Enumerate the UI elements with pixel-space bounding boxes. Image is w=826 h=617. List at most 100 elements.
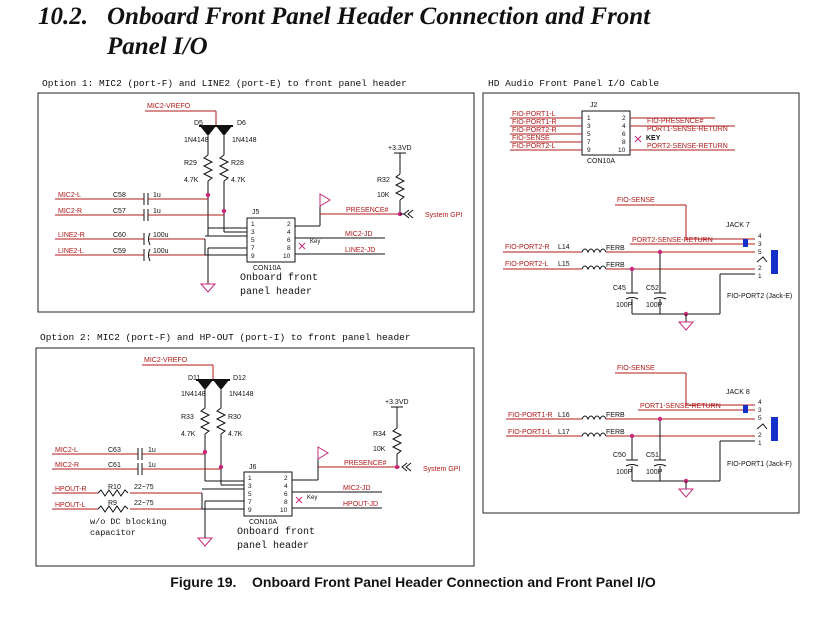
jack7-c-a: C45 (613, 285, 626, 292)
jack8-label: FIO-PORT1 (Jack-F) (727, 461, 792, 468)
jack7-sense: FIO-SENSE (617, 197, 655, 204)
jack7-in-l: FIO-PORT2-L (505, 261, 549, 268)
jack8-pin-4: 1 (758, 440, 762, 447)
option2-out1: MIC2-JD (343, 485, 371, 492)
jack7-c-b: C52 (646, 285, 659, 292)
jack7-ret: PORT2-SENSE-RETURN (632, 237, 713, 244)
jack7-ground-icon (677, 321, 695, 331)
option1-in1: MIC2-L (58, 192, 81, 199)
option2-r-val-right: 4.7K (228, 431, 243, 438)
option1-r-right: R28 (231, 160, 244, 167)
option2-r30-icon (215, 407, 227, 435)
option2-conn: J6 (249, 464, 257, 471)
option2-title: Option 2: MIC2 (port-F) and HP-OUT (port… (40, 332, 411, 343)
svg-text:9: 9 (248, 507, 252, 514)
option1-c4: C59 (113, 248, 126, 255)
option2-r4: R9 (108, 500, 117, 507)
figure-caption: Figure 19. Onboard Front Panel Header Co… (0, 574, 826, 590)
option2-d-part-left: 1N4148 (181, 391, 206, 398)
jack7-ferrite-r-icon (581, 248, 607, 254)
svg-text:6: 6 (287, 237, 291, 244)
option1-r-pull: R32 (377, 177, 390, 184)
cable-schematic: HD Audio Front Panel I/O Cable J2 CON10A… (482, 78, 800, 514)
cable-pin-10: 10 (618, 147, 626, 154)
svg-text:2: 2 (284, 475, 288, 482)
option2-r-pull: R34 (373, 431, 386, 438)
option2-panel-line2: panel header (237, 540, 309, 552)
svg-text:10: 10 (280, 507, 288, 514)
option2-conn-part: CON10A (249, 519, 277, 526)
option2-r34-icon (391, 427, 403, 455)
option1-d-right: D6 (237, 120, 246, 127)
cable-right-pin-0: FIO-PRESENCE# (647, 118, 704, 125)
option1-c2-val: 1u (153, 208, 161, 215)
option1-r28-icon (218, 154, 230, 182)
option1-c1-val: 1u (153, 192, 161, 199)
option2-note1: w/o DC blocking (90, 517, 167, 527)
svg-text:6: 6 (284, 491, 288, 498)
option1-panel-line1: Onboard front (240, 272, 318, 284)
jack8-l-r: L16 (558, 412, 570, 419)
option2-r33-icon (199, 407, 211, 435)
option2-panel-line1: Onboard front (237, 526, 315, 538)
svg-text:5: 5 (251, 237, 255, 244)
jack7-pin-1: 3 (758, 241, 762, 248)
option1-schematic: Option 1: MIC2 (port-F) and LINE2 (port-… (37, 78, 475, 313)
svg-text:7: 7 (248, 499, 252, 506)
section-number: 10.2. (38, 3, 88, 30)
jack8-ret: PORT1-SENSE-RETURN (640, 403, 721, 410)
jack7-pin-4: 1 (758, 273, 762, 280)
option2-r-pull-val: 10K (373, 446, 386, 453)
option1-out2: LINE2-JD (345, 247, 375, 254)
option1-vcc: +3.3VD (388, 145, 412, 152)
option1-diode-d6-icon (216, 126, 232, 136)
option2-r3: R10 (108, 484, 121, 491)
option1-c4-val: 100u (153, 248, 169, 255)
option2-presence: PRESENCE# (344, 460, 387, 467)
svg-text:10: 10 (283, 253, 291, 260)
option1-conn-part: CON10A (253, 265, 281, 272)
cable-left-pin-0: FIO-PORT1-L (512, 111, 556, 118)
option2-ground-icon (196, 537, 214, 547)
option1-panel-line2: panel header (240, 286, 312, 298)
jack7-pin-0: 4 (758, 233, 762, 240)
cable-pin-1: 1 (587, 115, 591, 122)
jack7-label: FIO-PORT2 (Jack-E) (727, 293, 792, 300)
svg-text:3: 3 (251, 229, 255, 236)
option1-r32-icon (394, 173, 406, 201)
option2-gpi-arrow-icon (401, 462, 412, 472)
option2-r-right: R30 (228, 414, 241, 421)
option1-key: Key (310, 239, 320, 245)
option2-vcc: +3.3VD (385, 399, 409, 406)
option2-r3-val: 22~75 (134, 484, 154, 491)
option2-d-right: D12 (233, 375, 246, 382)
option2-c1: C63 (108, 447, 121, 454)
option1-r-left: R29 (184, 160, 197, 167)
option1-in2: MIC2-R (58, 208, 82, 215)
option1-in3: LINE2-R (58, 232, 85, 239)
option1-vrefo-label: MIC2-VREFO (147, 103, 191, 110)
option1-c1: C58 (113, 192, 126, 199)
cable-frame (482, 92, 800, 514)
option2-r10-icon (97, 489, 129, 497)
cable-pin-7: 7 (587, 139, 591, 146)
option2-sysgpi: System GPI (423, 466, 460, 473)
svg-text:5: 5 (248, 491, 252, 498)
svg-text:4: 4 (284, 483, 288, 490)
option1-in4: LINE2-L (58, 248, 84, 255)
option1-r29-icon (202, 154, 214, 182)
option2-d-part-right: 1N4148 (229, 391, 254, 398)
svg-text:3: 3 (248, 483, 252, 490)
cable-left-pin-4: FIO-PORT2-L (512, 143, 556, 150)
option1-ground-icon (199, 283, 217, 293)
jack8-ferrite-r-icon (581, 415, 607, 421)
cable-key-x-icon (634, 135, 642, 143)
option2-presence-arrow-icon (317, 446, 329, 460)
option2-key-x-icon (295, 496, 303, 504)
option1-r-pull-val: 10K (377, 192, 390, 199)
cable-right-pin-1: PORT1-SENSE-RETURN (647, 126, 728, 133)
jack8-sense: FIO-SENSE (617, 365, 655, 372)
option2-c1-val: 1u (148, 447, 156, 454)
jack8-c-b-val: 100P (646, 469, 663, 476)
